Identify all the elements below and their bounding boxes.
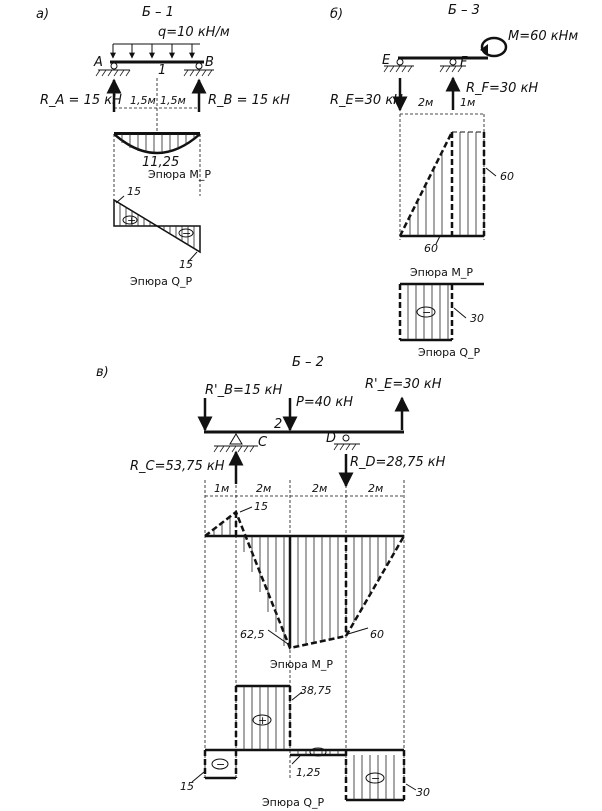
caption-shear-b: Эпюра Q_P [418, 346, 481, 359]
label-reaction-d: R_D=28,75 кН [350, 455, 446, 470]
sign-plus-a: + [127, 214, 136, 227]
label-moment-max-a: 11,25 [142, 155, 179, 170]
moment-diagram-a [113, 132, 201, 196]
moment-diagram-b [398, 114, 497, 245]
panel-c-title: Б – 2 [292, 355, 324, 370]
label-span-a1: 1,5м [130, 94, 156, 107]
panel-c: в) Б – 2 R'_B=15 кН P=40 кН R'_E=30 кН 2 [96, 355, 446, 809]
sign-minus-a: − [182, 227, 191, 240]
panel-a-letter: a) [36, 7, 49, 22]
panel-a: a) Б – 1 q=10 кН/м [36, 5, 290, 288]
panel-b: б) Б – 3 M=60 кНм E F R [330, 3, 578, 359]
caption-moment-b: Эпюра M_P [410, 266, 473, 279]
label-moment-bottom-b: 60 [424, 242, 438, 255]
panel-b-moment-load: M=60 кНм [508, 29, 578, 44]
label-support-e: E [382, 53, 391, 68]
label-point-2: 2 [274, 417, 282, 432]
label-reaction-c: R_C=53,75 кН [130, 459, 225, 474]
support-c-symbol [213, 433, 258, 453]
support-f-symbol [439, 58, 466, 73]
label-support-f: F [460, 55, 468, 70]
label-load-rb: R'_B=15 кН [205, 383, 282, 398]
panel-b-letter: б) [330, 7, 343, 22]
label-shear-left-c: 15 [180, 780, 194, 793]
label-span-b1: 2м [418, 96, 433, 109]
label-shear-right-a: 15 [179, 258, 193, 271]
shear-diagram-a [113, 195, 201, 263]
support-a-symbol [95, 62, 131, 77]
support-b-symbol [183, 62, 214, 77]
label-reaction-a: R_A = 15 кН [40, 93, 122, 108]
label-reaction-b: R_B = 15 кН [208, 93, 290, 108]
caption-moment-c: Эпюра M_P [270, 658, 333, 671]
label-shear-b: 30 [470, 312, 484, 325]
shear-diagram-c [191, 684, 417, 802]
label-support-d: D [326, 431, 336, 446]
label-support-c: C [258, 435, 268, 450]
label-span-c1: 1м [214, 482, 229, 495]
support-e-symbol [383, 58, 414, 73]
label-load-re: R'_E=30 кН [365, 377, 442, 392]
support-d-symbol [333, 434, 360, 451]
label-reaction-e: R_E=30 кН [330, 93, 403, 108]
label-span-c3: 2м [312, 482, 327, 495]
label-point-1: 1 [158, 63, 166, 78]
label-span-a2: 1,5м [160, 94, 186, 107]
label-moment-right-c: 60 [370, 628, 384, 641]
caption-shear-c: Эпюра Q_P [262, 796, 325, 809]
label-moment-peak-c: 15 [254, 500, 268, 513]
label-reaction-f: R_F=30 кН [466, 81, 538, 96]
label-shear-mid-c: 1,25 [296, 766, 321, 779]
moment-load-symbol [480, 36, 508, 58]
label-shear-right-c: 30 [416, 786, 430, 799]
label-load-p: P=40 кН [296, 395, 353, 410]
panel-a-title: Б – 1 [142, 5, 174, 20]
load-arrows [110, 44, 195, 59]
label-support-a: A [93, 55, 103, 70]
sign-plus-c: + [258, 714, 267, 727]
panel-b-title: Б – 3 [448, 3, 480, 18]
label-moment-right-b: 60 [500, 170, 514, 183]
panel-c-letter: в) [96, 365, 109, 380]
moment-diagram-c [204, 506, 406, 650]
panel-a-load-q: q=10 кН/м [158, 25, 230, 40]
sign-minus-c-right: − [371, 772, 380, 785]
label-support-b: B [205, 55, 214, 70]
sign-minus-c-left: − [216, 758, 225, 771]
caption-moment-a: Эпюра M_P [148, 168, 211, 181]
label-span-c4: 2м [368, 482, 383, 495]
label-shear-top-c: 38,75 [300, 684, 332, 697]
shear-diagram-b [398, 282, 484, 342]
label-span-c2: 2м [256, 482, 271, 495]
label-span-b2: 1м [460, 96, 475, 109]
label-shear-left-a: 15 [127, 185, 141, 198]
sign-minus-b: − [422, 306, 431, 319]
caption-shear-a: Эпюра Q_P [130, 275, 193, 288]
label-moment-mid-c: 62,5 [240, 628, 265, 641]
